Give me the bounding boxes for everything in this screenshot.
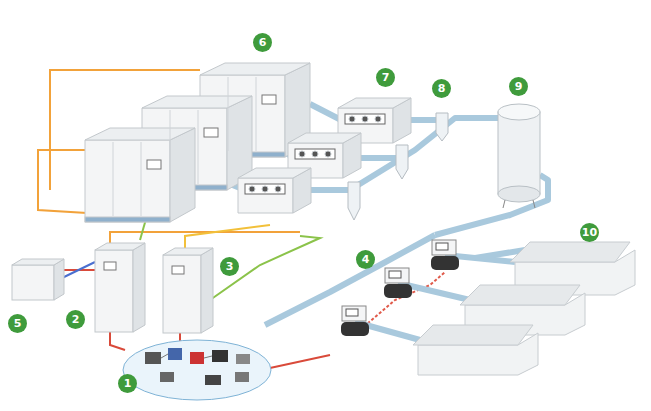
air-dryers [238,98,411,213]
flow-meters [341,240,459,336]
callout-number: 9 [509,77,528,96]
callout-number: 5 [8,314,27,333]
control-cabinets [95,243,213,333]
workshops [413,242,635,375]
air-compressors [85,63,310,222]
control-wires [38,70,445,368]
callout-number: 1 [118,374,137,393]
air-filters [348,113,448,220]
power-unit [12,259,64,300]
callout-number: 4 [356,250,375,269]
callout-number: 2 [66,310,85,329]
air-tank [498,104,540,208]
callout-number: 8 [432,79,451,98]
callout-number: 6 [253,33,272,52]
callout-number: 7 [376,68,395,87]
callout-number: 10 [580,223,599,242]
monitoring-network [123,340,271,400]
callout-number: 3 [220,257,239,276]
